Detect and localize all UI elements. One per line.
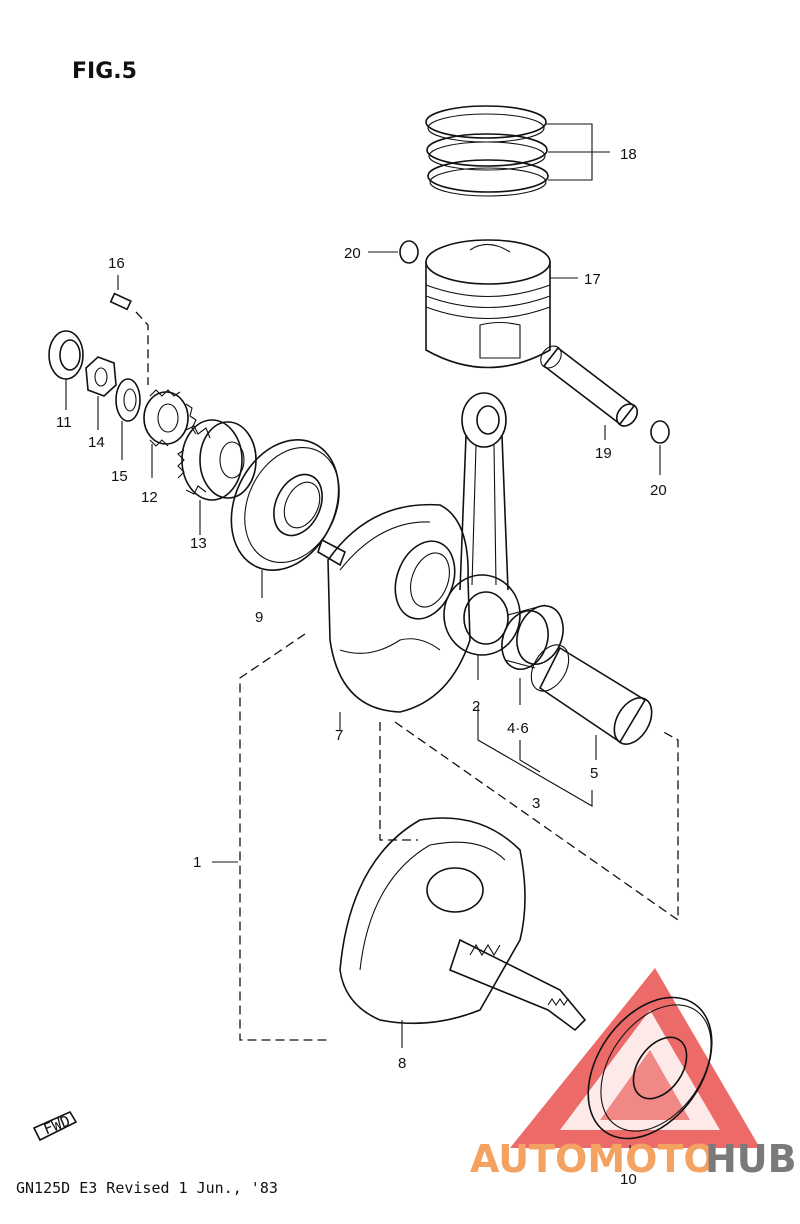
crank-pin bbox=[530, 644, 653, 760]
crank-web-left bbox=[339, 817, 587, 1048]
footer-revision: GN125D E3 Revised 1 Jun., '83 bbox=[16, 1179, 278, 1197]
fwd-label: FWD bbox=[41, 1112, 73, 1139]
crank-web-right bbox=[317, 503, 471, 730]
primary-drive-gear bbox=[177, 419, 257, 535]
part-label-9: 9 bbox=[255, 609, 263, 626]
nut bbox=[85, 356, 117, 430]
figure-title: FIG.5 bbox=[72, 59, 137, 84]
part-label-11: 11 bbox=[56, 414, 72, 431]
part-label-20-upper: 20 bbox=[344, 245, 361, 262]
leader-3 bbox=[477, 705, 593, 807]
part-label-20-lower: 20 bbox=[650, 482, 667, 499]
part-label-14: 14 bbox=[88, 434, 105, 451]
assembly-dash-lines bbox=[239, 633, 679, 1041]
piston-rings bbox=[425, 105, 610, 197]
part-labels: 1 2 3 4·6 5 7 8 9 10 11 12 13 14 15 16 1… bbox=[56, 146, 667, 1188]
piston bbox=[425, 239, 578, 369]
part-label-4-6: 4·6 bbox=[507, 720, 529, 737]
piston-pin-clip-lower bbox=[650, 420, 670, 475]
part-label-7: 7 bbox=[335, 727, 343, 744]
part-label-2: 2 bbox=[472, 698, 480, 715]
part-label-17: 17 bbox=[584, 271, 601, 288]
part-label-10: 10 bbox=[620, 1171, 637, 1188]
woodruff-key bbox=[109, 275, 149, 385]
watermark-logo bbox=[510, 968, 760, 1148]
part-label-12: 12 bbox=[141, 489, 158, 506]
connecting-rod-needle-bearing bbox=[501, 604, 564, 705]
part-label-1: 1 bbox=[193, 854, 201, 871]
primary-drive-gear-small bbox=[143, 389, 197, 478]
piston-pin bbox=[540, 345, 639, 440]
connecting-rod bbox=[443, 392, 521, 680]
oil-seal bbox=[48, 330, 84, 410]
piston-pin-clip-upper bbox=[368, 240, 419, 264]
part-label-5: 5 bbox=[590, 765, 598, 782]
part-label-16: 16 bbox=[108, 255, 125, 272]
watermark-text-hub: HUB bbox=[705, 1137, 797, 1181]
part-label-8: 8 bbox=[398, 1055, 406, 1072]
crankshaft-bearing-left bbox=[230, 439, 340, 598]
part-label-18: 18 bbox=[620, 146, 637, 163]
watermark-text-main: AUTOMOTO bbox=[470, 1137, 716, 1181]
washer bbox=[115, 378, 141, 460]
part-label-15: 15 bbox=[111, 468, 128, 485]
part-label-19: 19 bbox=[595, 445, 612, 462]
part-label-13: 13 bbox=[190, 535, 207, 552]
forward-arrow-icon: FWD bbox=[32, 1110, 78, 1142]
part-label-3: 3 bbox=[532, 795, 540, 812]
crankshaft-bearing-right bbox=[587, 996, 713, 1165]
